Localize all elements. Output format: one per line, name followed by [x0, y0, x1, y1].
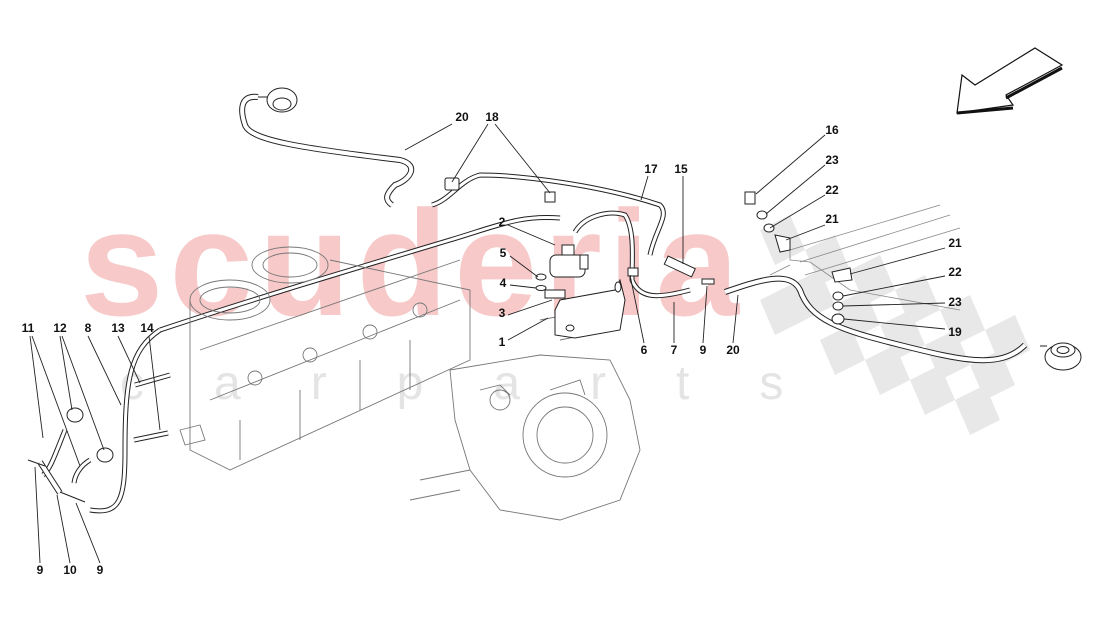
callout-17: 17	[644, 162, 658, 176]
callout-7: 7	[670, 343, 678, 357]
vacuum-capsules	[27, 87, 1082, 503]
callout-20: 20	[726, 343, 740, 357]
callout-22: 22	[825, 183, 839, 197]
callout-15: 15	[674, 162, 688, 176]
callout-8: 8	[84, 321, 92, 335]
callout-18: 18	[485, 110, 499, 124]
callout-5: 5	[499, 246, 507, 260]
callout-11: 11	[21, 321, 35, 335]
callout-23: 23	[825, 153, 839, 167]
leader-lines	[29, 123, 946, 564]
callout-19: 19	[948, 325, 962, 339]
callout-22: 22	[948, 265, 962, 279]
callout-16: 16	[825, 123, 839, 137]
callout-14: 14	[140, 321, 154, 335]
callout-4: 4	[499, 276, 507, 290]
callout-12: 12	[53, 321, 67, 335]
callout-20: 20	[455, 110, 469, 124]
callout-9: 9	[36, 563, 44, 577]
engine-intake-outline	[179, 246, 471, 471]
callout-9: 9	[96, 563, 104, 577]
direction-arrow-icon	[956, 47, 1064, 115]
callout-6: 6	[640, 343, 648, 357]
callout-21: 21	[948, 236, 962, 250]
callout-1: 1	[498, 335, 506, 349]
callout-21: 21	[825, 212, 839, 226]
callout-13: 13	[111, 321, 125, 335]
chassis-rail-outline	[769, 204, 961, 311]
callout-9: 9	[699, 343, 707, 357]
callout-23: 23	[948, 295, 962, 309]
callout-10: 10	[63, 563, 77, 577]
callout-2: 2	[498, 215, 506, 229]
solenoid-valve-assembly	[535, 244, 715, 339]
gearbox-housing-outline	[409, 304, 641, 521]
hoses	[37, 93, 1028, 514]
callout-3: 3	[498, 306, 506, 320]
